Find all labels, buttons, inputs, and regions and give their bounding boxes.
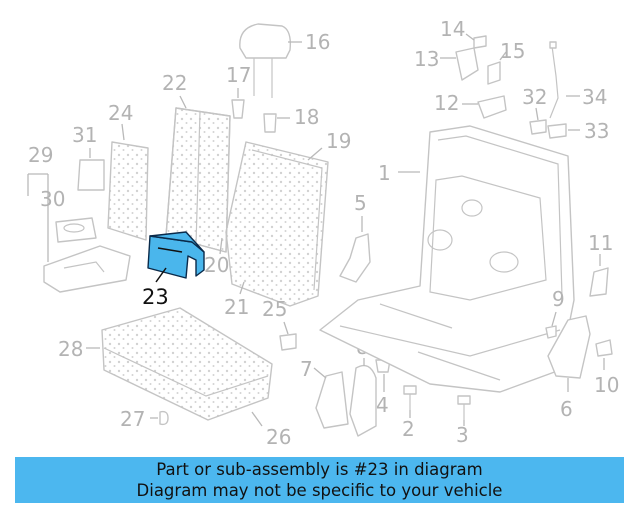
- callout-17: 17: [226, 63, 251, 98]
- callout-2: 2: [402, 410, 415, 441]
- part-27-clip[interactable]: [159, 410, 169, 426]
- part-1-seat-frame[interactable]: [319, 125, 575, 393]
- callout-6: 6: [560, 378, 573, 421]
- svg-text:14: 14: [440, 17, 465, 41]
- svg-text:6: 6: [560, 397, 573, 421]
- caption-banner: Part or sub-assembly is #23 in diagram D…: [15, 457, 624, 503]
- svg-text:11: 11: [588, 231, 613, 255]
- callout-31: 31: [72, 123, 97, 158]
- part-14-cap[interactable]: [473, 35, 487, 49]
- svg-text:33: 33: [584, 119, 609, 143]
- svg-text:22: 22: [162, 71, 187, 95]
- svg-text:24: 24: [108, 101, 133, 125]
- svg-text:32: 32: [522, 85, 547, 109]
- svg-text:9: 9: [552, 287, 565, 311]
- callout-7: 7: [300, 357, 327, 381]
- callout-26: 26: [251, 411, 291, 449]
- svg-text:19: 19: [326, 129, 351, 153]
- callout-19: 19: [307, 129, 351, 161]
- callout-16: 16: [288, 30, 330, 54]
- part-29-armrest[interactable]: [43, 245, 131, 293]
- callout-12: 12: [434, 91, 478, 115]
- part-18-guide[interactable]: [263, 113, 277, 133]
- part-2-bolt[interactable]: [403, 385, 417, 410]
- callout-25: 25: [262, 297, 289, 335]
- callout-27: 27: [120, 407, 158, 431]
- callout-24: 24: [108, 101, 133, 141]
- callout-23: 23: [142, 267, 169, 309]
- part-22-seatback-pad[interactable]: [165, 107, 231, 253]
- part-16-headrest[interactable]: [239, 23, 292, 98]
- part-9-clip[interactable]: [545, 325, 557, 339]
- part-30-cupholder[interactable]: [55, 217, 97, 243]
- callout-14: 14: [440, 17, 475, 41]
- callout-33: 33: [568, 119, 609, 143]
- callout-9: 9: [551, 287, 565, 327]
- part-23-bracket[interactable]: [147, 231, 205, 279]
- svg-text:31: 31: [72, 123, 97, 147]
- part-28-cushion-pad[interactable]: [101, 307, 273, 421]
- callout-18: 18: [277, 105, 319, 129]
- part-13-bracket[interactable]: [455, 47, 479, 81]
- part-34-cable[interactable]: [549, 41, 559, 119]
- svg-text:16: 16: [305, 30, 330, 54]
- svg-text:17: 17: [226, 63, 251, 87]
- svg-text:26: 26: [266, 425, 291, 449]
- part-32-latch[interactable]: [529, 119, 547, 135]
- part-10-knob[interactable]: [595, 339, 613, 357]
- caption-line-1: Part or sub-assembly is #23 in diagram: [156, 460, 483, 479]
- part-33-bracket[interactable]: [547, 123, 567, 139]
- parts-diagram: 16 17 18 22 19 20 21: [27, 17, 619, 449]
- callout-13: 13: [414, 47, 456, 71]
- part-8-hinge-cover[interactable]: [349, 364, 377, 437]
- callout-15: 15: [499, 39, 525, 63]
- svg-text:28: 28: [58, 337, 83, 361]
- svg-text:5: 5: [354, 191, 367, 215]
- svg-text:15: 15: [500, 39, 525, 63]
- part-12-latch[interactable]: [477, 95, 507, 119]
- svg-text:29: 29: [28, 143, 53, 167]
- part-25-clip[interactable]: [279, 333, 297, 351]
- callout-4: 4: [376, 374, 389, 417]
- svg-text:34: 34: [582, 85, 607, 109]
- caption-line-2: Diagram may not be specific to your vehi…: [136, 481, 503, 500]
- svg-text:3: 3: [456, 423, 469, 447]
- part-19-seatback-cover[interactable]: [225, 141, 329, 307]
- callout-32: 32: [522, 85, 547, 121]
- svg-text:30: 30: [40, 187, 65, 211]
- callout-11: 11: [588, 231, 613, 266]
- svg-text:10: 10: [594, 373, 619, 397]
- callout-34: 34: [566, 85, 607, 109]
- part-6-cover[interactable]: [547, 315, 591, 379]
- svg-text:18: 18: [294, 105, 319, 129]
- part-17-guide[interactable]: [231, 99, 245, 119]
- part-11-trim[interactable]: [589, 267, 609, 297]
- svg-text:23: 23: [142, 285, 169, 309]
- svg-text:7: 7: [300, 357, 313, 381]
- part-15-cover[interactable]: [487, 61, 501, 85]
- svg-text:2: 2: [402, 417, 415, 441]
- svg-text:12: 12: [434, 91, 459, 115]
- svg-text:27: 27: [120, 407, 145, 431]
- svg-text:20: 20: [204, 253, 229, 277]
- svg-text:1: 1: [378, 161, 391, 185]
- callout-29-30: 29 30: [27, 143, 65, 262]
- callout-21: 21: [224, 281, 249, 319]
- callout-5: 5: [354, 191, 367, 232]
- callout-22: 22: [162, 71, 187, 109]
- part-3-bolt[interactable]: [457, 395, 471, 420]
- callout-1: 1: [378, 161, 420, 185]
- part-7-hinge-cover[interactable]: [315, 371, 349, 429]
- callout-20: 20: [204, 237, 229, 277]
- part-31-label[interactable]: [77, 159, 105, 191]
- callout-3: 3: [456, 420, 469, 447]
- svg-text:21: 21: [224, 295, 249, 319]
- callout-28: 28: [58, 337, 100, 361]
- svg-text:25: 25: [262, 297, 287, 321]
- part-5-bracket[interactable]: [339, 233, 371, 283]
- svg-text:13: 13: [414, 47, 439, 71]
- svg-text:4: 4: [376, 393, 389, 417]
- part-24-side-pad[interactable]: [107, 141, 149, 241]
- callout-10: 10: [594, 358, 619, 397]
